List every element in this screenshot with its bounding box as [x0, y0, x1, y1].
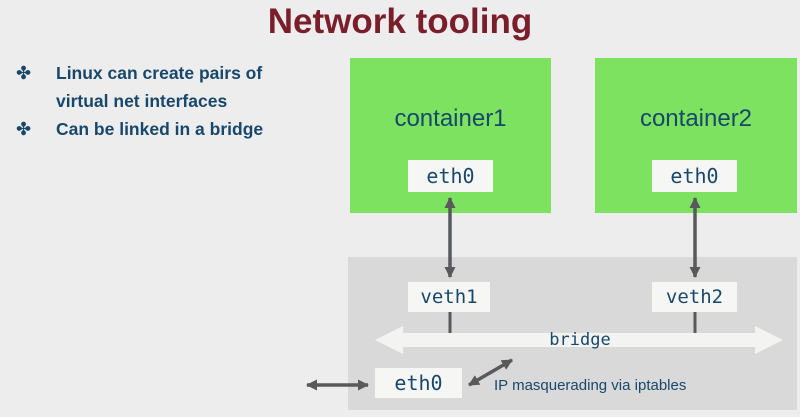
slide-title: Network tooling	[267, 2, 533, 41]
bullet-line: virtual net interfaces	[56, 91, 228, 111]
bridge-label: bridge	[549, 330, 611, 350]
bullet-text: Linux can create pairs of virtual net in…	[56, 59, 262, 115]
bullet-item: ✤ Can be linked in a bridge	[16, 115, 336, 143]
ip-masquerading-note: IP masquerading via iptables	[494, 377, 687, 394]
bullet-item: ✤ Linux can create pairs of virtual net …	[16, 59, 336, 115]
container2-box: container2 eth0	[595, 58, 797, 213]
container1-box: container1 eth0	[350, 58, 551, 213]
container2-label: container2	[639, 105, 753, 132]
bullet-text: Can be linked in a bridge	[56, 115, 263, 143]
clover-bullet-icon: ✤	[16, 119, 32, 139]
veth2-box: veth2	[652, 282, 737, 312]
clover-bullet-icon: ✤	[16, 63, 32, 83]
container2-eth0-box: eth0	[652, 160, 737, 192]
container1-eth0-box: eth0	[408, 160, 493, 192]
bullet-line: Linux can create pairs of	[56, 63, 263, 83]
host-eth0-box: eth0	[375, 368, 462, 398]
veth1-box: veth1	[408, 282, 490, 312]
bullet-list: ✤ Linux can create pairs of virtual net …	[16, 59, 336, 143]
bullet-line: Can be linked in a bridge	[56, 119, 264, 139]
container1-label: container1	[394, 105, 507, 132]
